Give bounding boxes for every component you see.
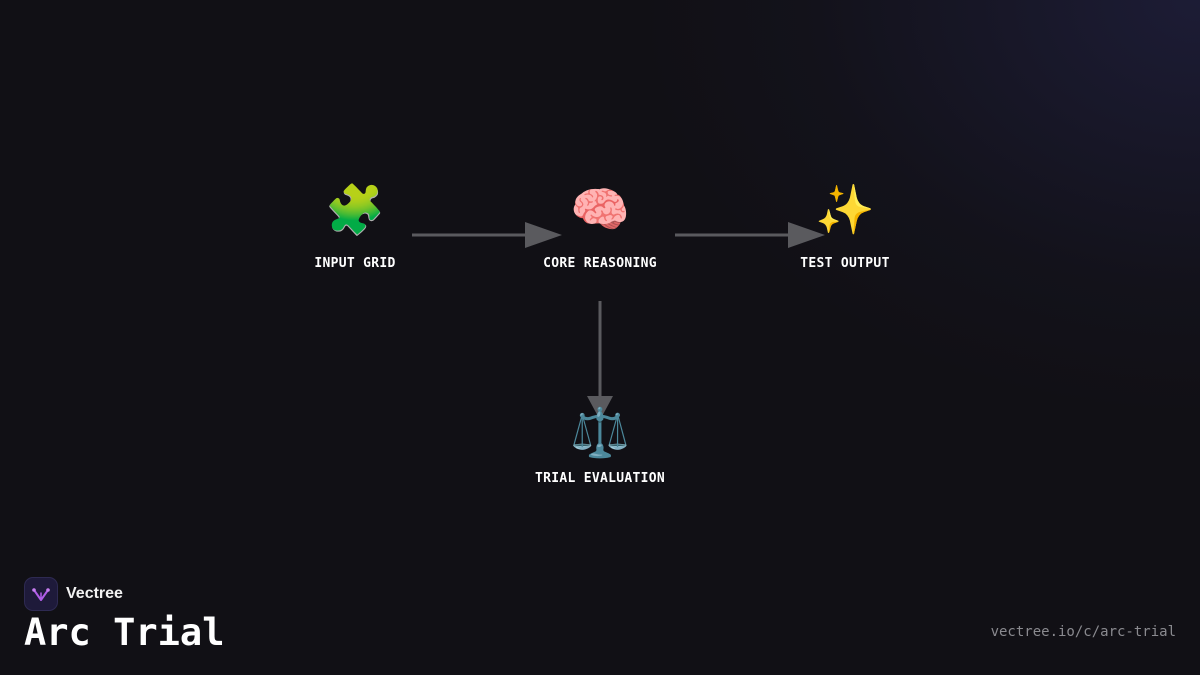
sparkles-icon: ✨ — [815, 182, 875, 238]
brand: Vectree — [24, 577, 123, 611]
edge-core-to-trial — [587, 301, 613, 420]
page-title: Arc Trial — [24, 611, 225, 654]
balance-scale-icon: ⚖️ — [570, 405, 630, 461]
node-label: TEST OUTPUT — [800, 256, 890, 271]
page-url[interactable]: vectree.io/c/arc-trial — [990, 624, 1176, 640]
node-label: INPUT GRID — [314, 256, 396, 271]
node-input-grid: 🧩 INPUT GRID — [314, 182, 395, 271]
edge-input-to-core — [412, 222, 562, 248]
node-core-reasoning: 🧠 CORE REASONING — [543, 182, 657, 271]
node-test-output: ✨ TEST OUTPUT — [800, 182, 889, 271]
node-label: TRIAL EVALUATION — [534, 471, 666, 486]
brand-name: Vectree — [66, 585, 123, 602]
brain-icon: 🧠 — [570, 182, 630, 238]
vectree-logo-icon — [24, 577, 58, 611]
edge-core-to-test — [675, 222, 825, 248]
node-trial-evaluation: ⚖️ TRIAL EVALUATION — [535, 405, 665, 486]
node-label: CORE REASONING — [543, 256, 657, 271]
puzzle-icon: 🧩 — [325, 182, 385, 238]
